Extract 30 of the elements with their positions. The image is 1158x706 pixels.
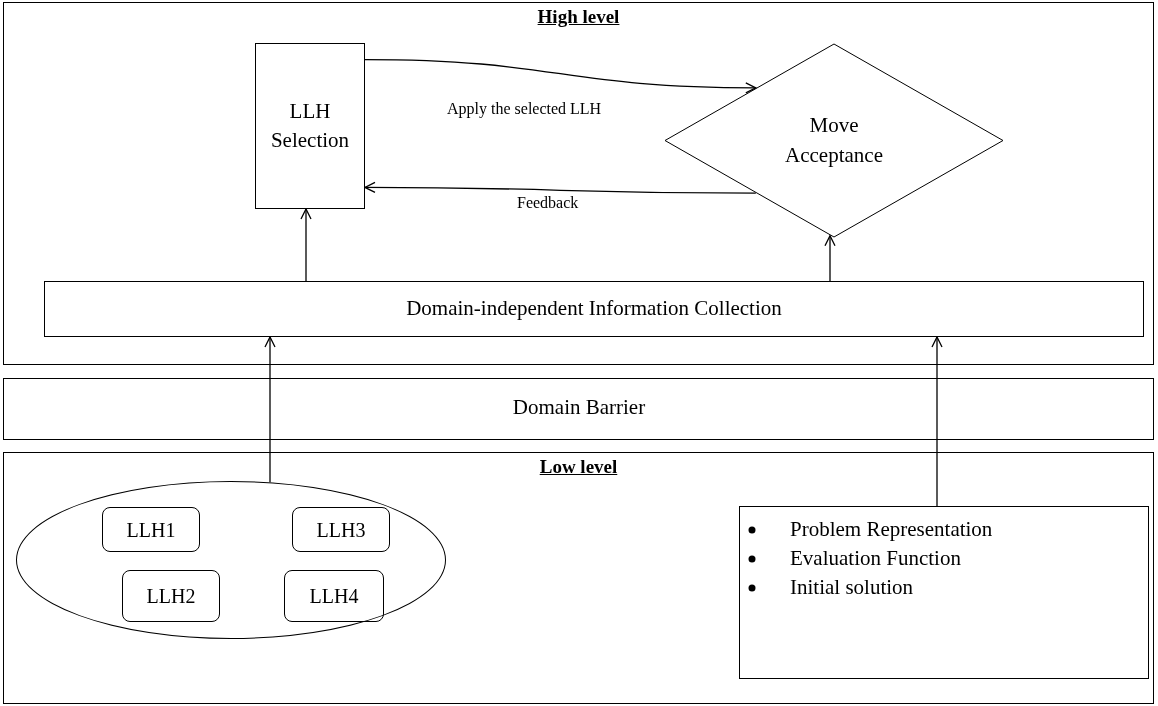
heuristic-box [284,570,384,622]
node-label: LLH1 [126,517,176,543]
panel-heading: High level [536,6,621,28]
list-item-text: Evaluation Function [790,546,961,571]
arrow [824,235,836,282]
list-item-text: Initial solution [790,575,914,600]
heuristic-box [292,507,390,552]
arrow [364,181,757,194]
list-item-text: Problem Representation [790,517,993,542]
panel-heading: Low level [538,456,619,478]
requirements-box [739,506,1149,679]
arrow [931,336,943,507]
high-level-panel [3,2,1154,365]
heuristic-box [122,570,220,622]
node-label: Domain-independent Information Collection [406,295,782,323]
node-label: Move Acceptance [784,112,884,169]
node-label: LLH4 [309,584,359,609]
arrow [300,208,312,282]
heuristic-box [102,507,200,552]
arrow [264,336,276,483]
process-box [255,43,365,209]
edge-label: Apply the selected LLH [445,100,604,118]
node-label: LLH3 [316,517,366,543]
node-label: LLH Selection [269,97,351,154]
node-label: LLH2 [146,584,196,609]
process-box [44,281,1144,337]
low-level-panel [3,452,1154,704]
arrow [364,58,757,94]
decision-diamond [664,43,1004,238]
band-label: Domain Barrier [512,395,646,420]
